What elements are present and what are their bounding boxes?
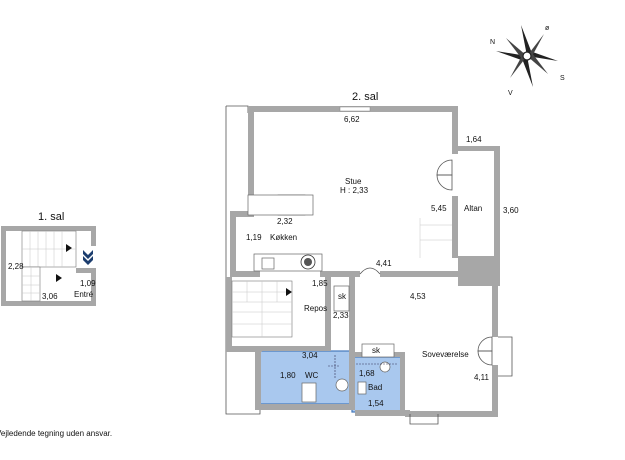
floor1-wall-bottom xyxy=(1,301,96,306)
closet-bedroom xyxy=(361,343,395,358)
closet-repos xyxy=(333,285,350,312)
wc-label: WC xyxy=(305,371,319,380)
altan-wall-right xyxy=(494,146,500,256)
stue-height: H : 2,33 xyxy=(340,186,369,195)
toilet-icon xyxy=(301,382,317,403)
floor2-title: 2. sal xyxy=(352,91,378,103)
kitchen-wall-bottom xyxy=(230,271,260,277)
window-top xyxy=(339,106,371,112)
dim-wc-top: 3,04 xyxy=(302,351,318,360)
floor2-plan: 2. sal xyxy=(225,91,519,425)
floor1-title: 1. sal xyxy=(38,211,64,223)
dim-repos-side: 2,33 xyxy=(333,311,349,320)
dim-wc-side: 1,80 xyxy=(280,371,296,380)
repos-wall-left xyxy=(226,277,232,352)
mid-wall-b xyxy=(380,271,494,277)
wc-wall-left xyxy=(255,346,261,410)
divider-wall xyxy=(349,277,355,410)
floor2-staircase xyxy=(231,280,293,338)
bad-wall-bottom xyxy=(355,410,410,416)
bad-label: Bad xyxy=(368,383,382,392)
altan-wall-top xyxy=(458,146,500,151)
bedroom-label: Soveværelse xyxy=(422,350,469,359)
sk-bedroom: sk xyxy=(372,346,381,355)
entrance-marker-icon xyxy=(83,250,93,259)
kitchen-label: Køkken xyxy=(270,233,297,242)
floor1-wall-right-bottom xyxy=(91,268,96,306)
floor1-stair-arrow-icon xyxy=(66,244,72,252)
stue-wall-right-upper xyxy=(452,106,458,154)
stue-wall-left xyxy=(248,106,254,211)
bedroom-wall-right-upper xyxy=(492,277,498,337)
compass-south: S xyxy=(560,75,565,82)
kitchen-wall-top xyxy=(230,211,254,217)
dim-bad-side: 1,68 xyxy=(359,369,375,378)
floor1-wall-left xyxy=(1,226,6,306)
floor2-stair-arrow-icon xyxy=(286,288,292,296)
kitchen-sink-icon xyxy=(261,257,275,270)
dim-kitchen-side: 1,19 xyxy=(246,233,262,242)
compass-north: N xyxy=(490,39,495,46)
bad-basin-icon xyxy=(379,361,391,373)
floor1-plan: 1. sal 2,28 1,09 3,06 Ent xyxy=(1,211,96,306)
bedroom-wall-bottom xyxy=(405,411,498,417)
compass-rose-icon: N ø S V xyxy=(490,25,565,97)
dim-altan-height: 3,60 xyxy=(503,206,519,215)
dim-stue-top: 6,62 xyxy=(344,115,360,124)
dim-kitchen-island: 2,32 xyxy=(277,217,293,226)
repos-wall-bottom xyxy=(226,346,262,352)
floor1-dim-left: 2,28 xyxy=(8,262,24,271)
floor1-room-entre: Entré xyxy=(74,290,94,299)
altan-floor-hatch xyxy=(419,218,452,258)
wc-wall-bottom xyxy=(255,404,355,410)
disclaimer-text: Vejledende tegning uden ansvar. xyxy=(0,429,112,438)
bedroom-door-bay xyxy=(477,336,498,366)
floor1-stair-arrow-2-icon xyxy=(56,274,62,282)
door-swing-stue xyxy=(359,267,381,275)
bedroom-bay-window xyxy=(498,336,513,377)
dim-stue-right: 5,45 xyxy=(431,204,447,213)
dim-altan-top: 1,64 xyxy=(466,135,482,144)
dim-repos-top: 1,85 xyxy=(312,279,328,288)
dim-bedroom-top: 4,53 xyxy=(410,292,426,301)
kitchen-wall-left xyxy=(230,211,236,271)
stue-wall-right-lower xyxy=(452,196,458,258)
balcony-door xyxy=(436,154,458,196)
bedroom-wall-right-lower xyxy=(492,365,498,417)
stue-label: Stue xyxy=(345,177,362,186)
bad-wall-right xyxy=(400,352,405,412)
floor1-wall-right-top xyxy=(91,226,96,246)
compass-west: V xyxy=(508,90,513,97)
repos-label: Repos xyxy=(304,304,327,313)
dim-bedroom-side: 4,11 xyxy=(474,373,490,382)
wc-basin-icon xyxy=(335,378,349,392)
floor1-wall-top xyxy=(1,226,96,231)
bad-toilet-icon xyxy=(357,381,367,395)
floor1-dim-bottom: 3,06 xyxy=(42,292,58,301)
mid-wall-a xyxy=(320,271,360,277)
kitchen-island xyxy=(247,194,314,216)
altan-label: Altan xyxy=(464,204,482,213)
dim-stue-bottom: 4,41 xyxy=(376,259,392,268)
bedroom-window-bay xyxy=(409,414,439,425)
floor1-wall-entry xyxy=(76,268,96,273)
sk-repos: sk xyxy=(338,292,347,301)
floor1-dim-right: 1,09 xyxy=(80,279,96,288)
dim-bad-bottom: 1,54 xyxy=(368,399,384,408)
compass-east: ø xyxy=(545,25,550,32)
floor1-staircase xyxy=(21,230,77,302)
repos-wall-right xyxy=(325,277,331,347)
wc-wall-top xyxy=(261,346,331,351)
